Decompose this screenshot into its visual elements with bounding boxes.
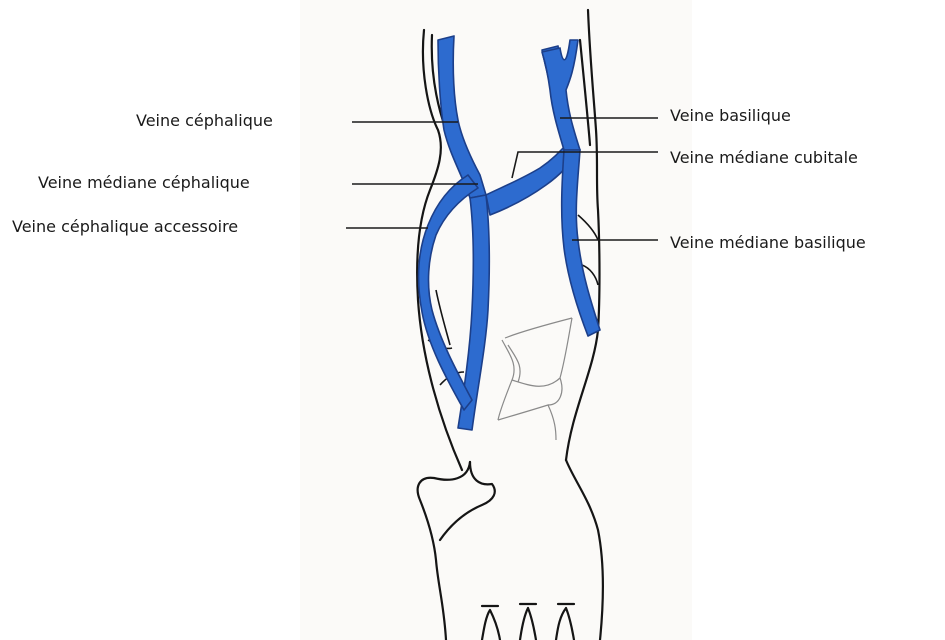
label-veine-cephalique: Veine céphalique (136, 111, 273, 131)
label-veine-cephalique-accessoire: Veine céphalique accessoire (12, 217, 238, 237)
label-veine-mediane-cubitale: Veine médiane cubitale (670, 148, 858, 168)
paper-sheet (300, 0, 692, 640)
label-veine-basilique: Veine basilique (670, 106, 791, 126)
label-veine-mediane-basilique: Veine médiane basilique (670, 233, 866, 253)
label-veine-mediane-cephalique: Veine médiane céphalique (38, 173, 250, 193)
